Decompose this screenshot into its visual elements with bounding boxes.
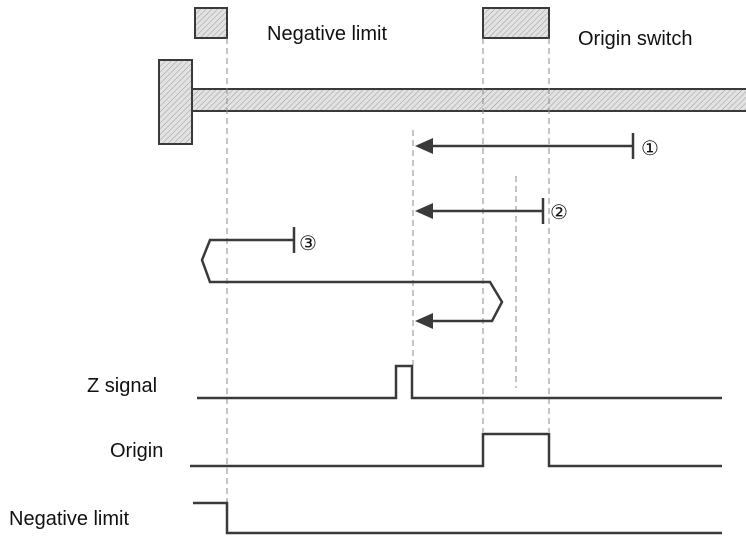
- marker-2: ②: [550, 200, 568, 224]
- end-stop-block: [158, 59, 193, 145]
- negative-limit-switch-block: [194, 7, 228, 39]
- marker-3: ③: [299, 231, 317, 255]
- arrowhead-left-icon: [415, 203, 433, 219]
- z-signal-label: Z signal: [87, 375, 157, 397]
- z-signal-waveform: [197, 364, 722, 400]
- origin-switch-block: [482, 7, 550, 39]
- arrowhead-left-icon: [415, 138, 433, 154]
- negative-limit-waveform: [193, 501, 722, 535]
- marker-1: ①: [641, 136, 659, 160]
- negative-limit-switch-label: Negative limit: [267, 23, 387, 45]
- origin-waveform: [190, 432, 722, 468]
- origin-switch-label: Origin switch: [578, 28, 692, 50]
- path-3: ③: [200, 227, 504, 329]
- negative-limit-label: Negative limit: [9, 508, 129, 530]
- rail: [191, 88, 746, 112]
- path-1: ①: [415, 133, 659, 160]
- path-2: ②: [415, 198, 568, 224]
- origin-label: Origin: [110, 440, 163, 462]
- arrowhead-left-icon: [415, 313, 433, 329]
